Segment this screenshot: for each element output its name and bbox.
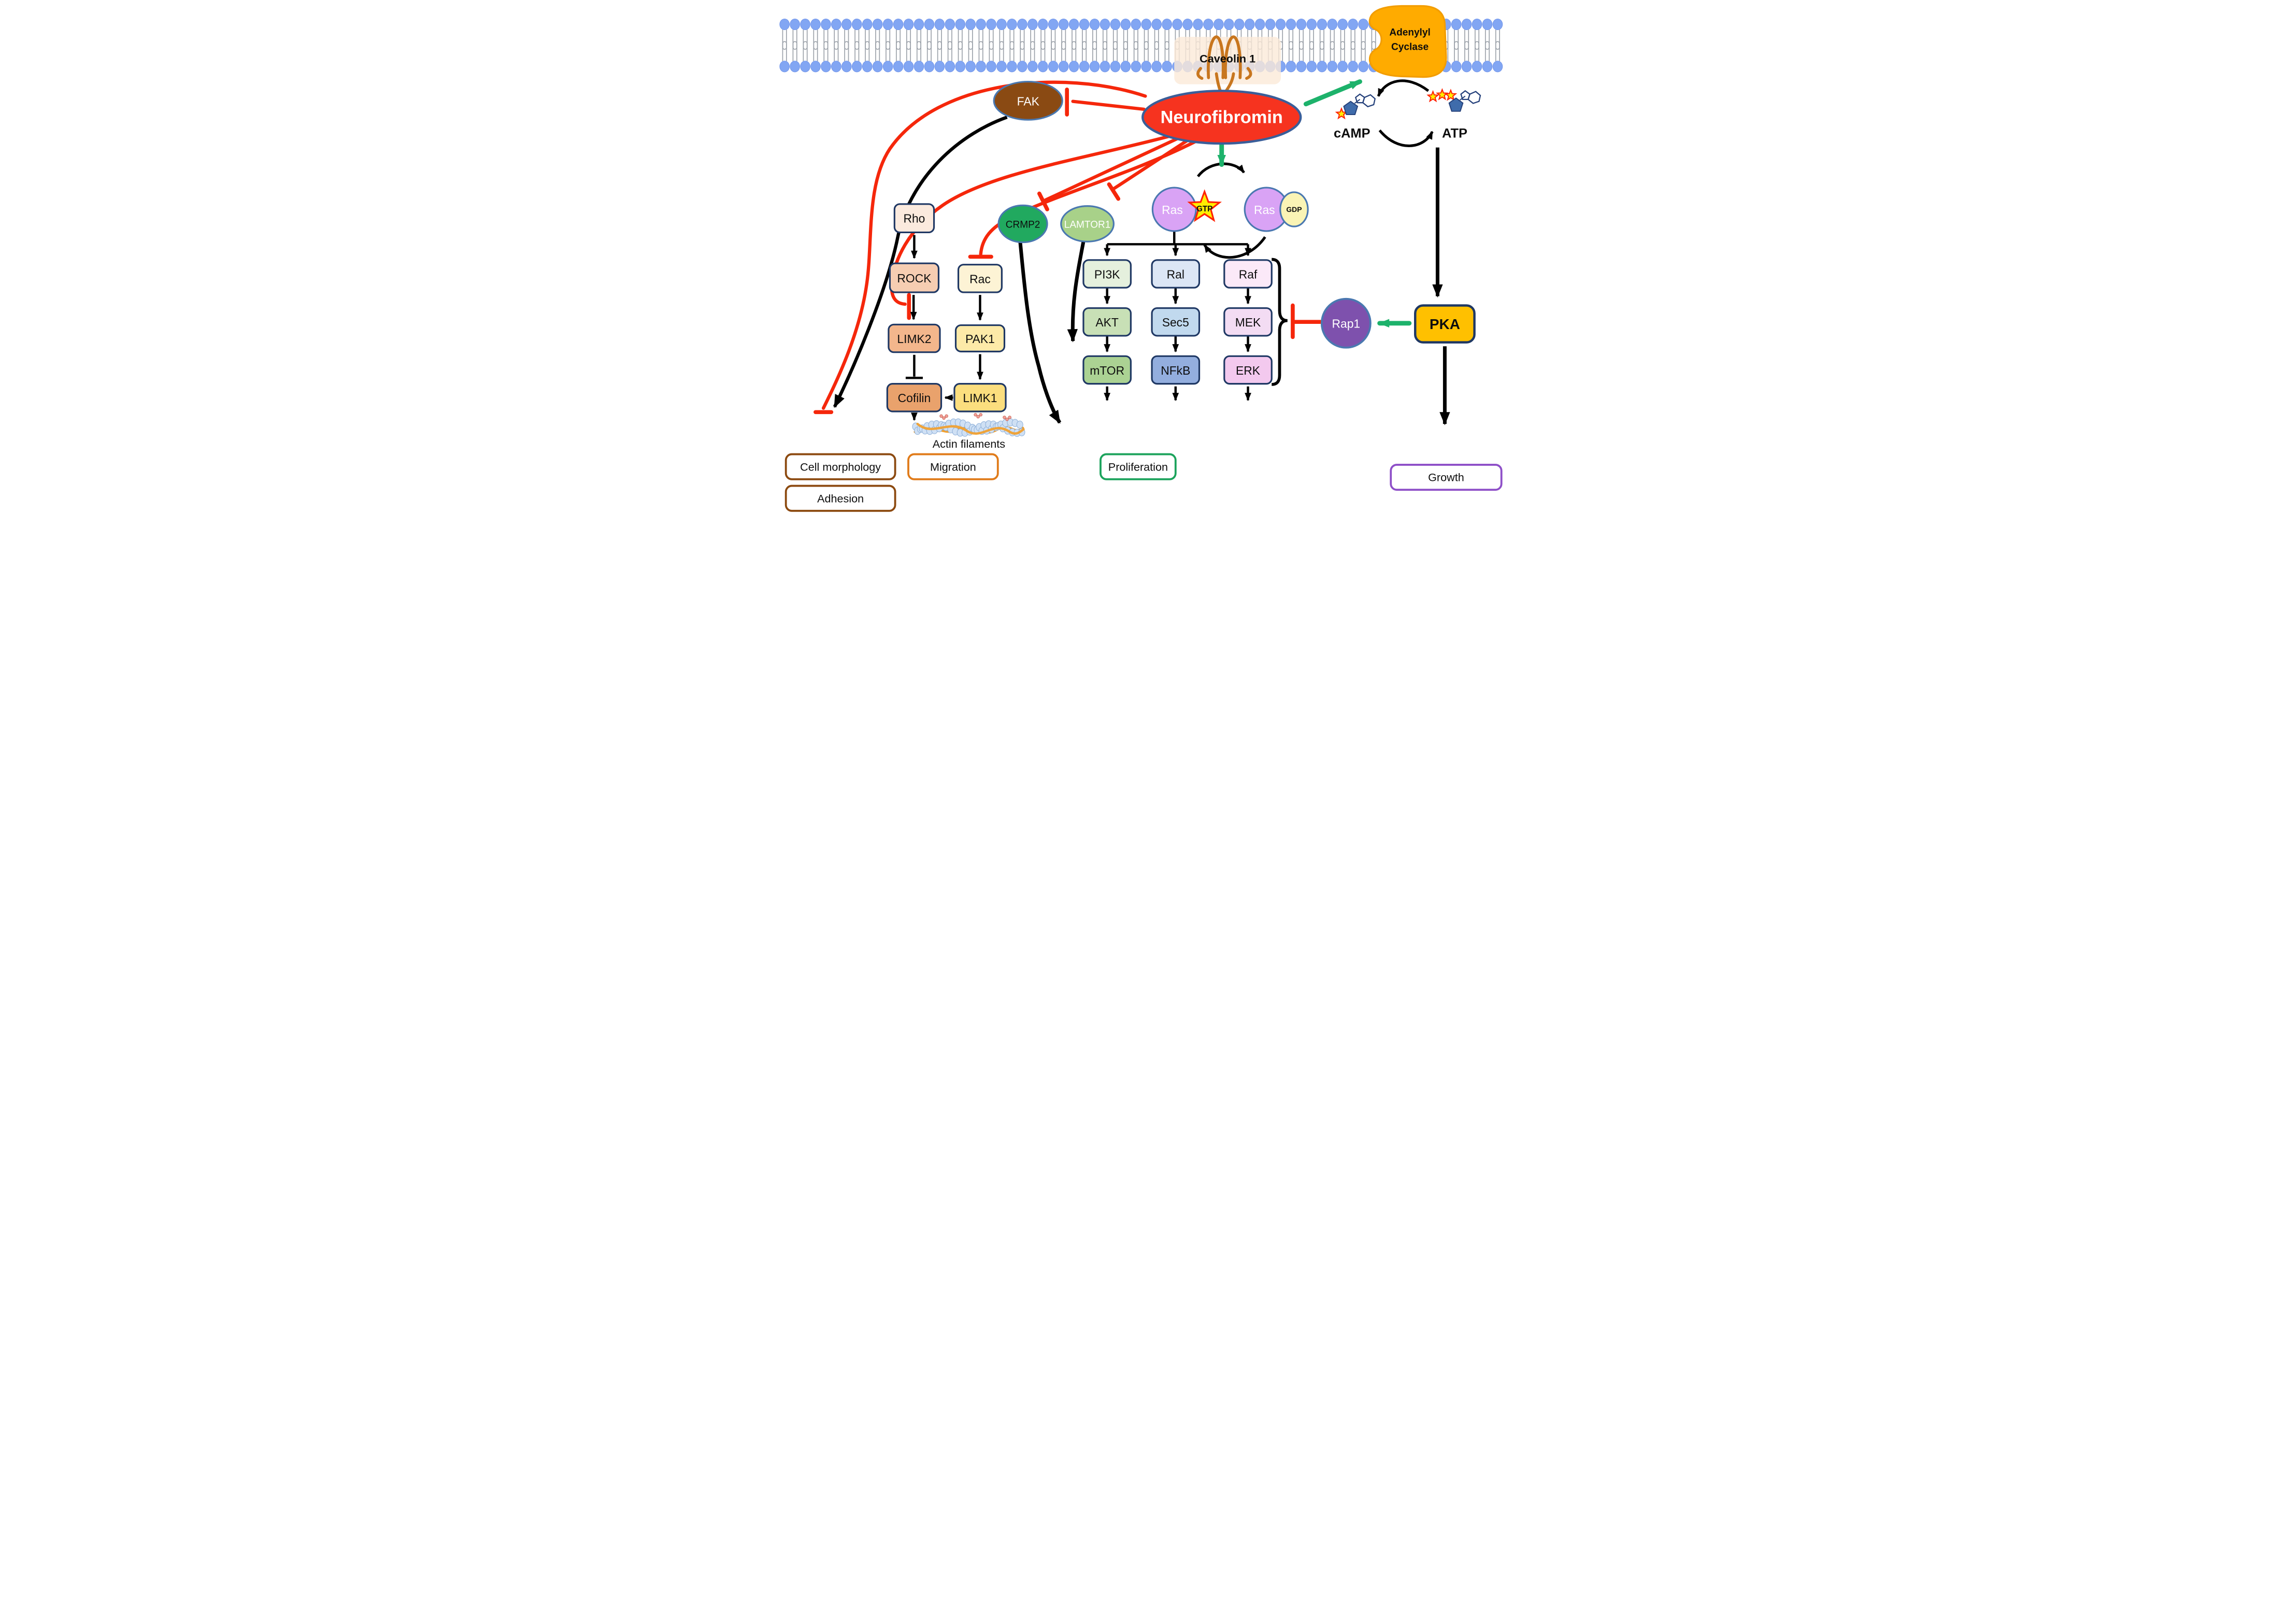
adenylyl-cyclase-label-2: Cyclase: [1391, 42, 1429, 53]
inhibition-neurofibromin-lamtor1: [1110, 138, 1191, 192]
actin-filaments-icon: [912, 413, 1025, 437]
pka-node: [1414, 304, 1476, 344]
growth-box: [1390, 464, 1503, 491]
limk2-label: LIMK2: [897, 332, 931, 346]
actin-filaments-label: Actin filaments: [933, 437, 1006, 450]
caveolin-glow: [1174, 37, 1281, 84]
camp-molecule-icon: [1335, 93, 1376, 120]
migration-label: Migration: [930, 460, 976, 473]
adhesion-label: Adhesion: [817, 492, 864, 505]
crmp2-node: [997, 204, 1048, 244]
pak1-label: PAK1: [965, 332, 995, 346]
bracket-raf-mek-erk: [1272, 258, 1288, 386]
limk1-label: LIMK1: [963, 391, 997, 405]
effector-columns: [1082, 259, 1273, 385]
neurofibromin-label: Neurofibromin: [1161, 108, 1283, 127]
rap1-label: Rap1: [1332, 317, 1360, 331]
akt-node: [1082, 307, 1132, 337]
proliferation-label: Proliferation: [1108, 460, 1168, 473]
mek-node: [1223, 307, 1273, 337]
ras-gtp-label: Ras: [1162, 203, 1183, 217]
rock-node: [889, 262, 940, 293]
rock-label: ROCK: [897, 272, 931, 285]
limk1-node: [953, 383, 1007, 412]
neurofibromin-pathway-canvas: Adenylyl Cyclase Caveolin 1 Neurofibromi…: [779, 0, 1505, 516]
atp-molecule-icon: [1426, 88, 1481, 112]
pathway-diagram: Adenylyl Cyclase Caveolin 1 Neurofibromi…: [779, 0, 1505, 516]
pi3k-node: [1082, 259, 1132, 289]
inhibition-bar-lamtor1: [1107, 182, 1121, 201]
raf-label: Raf: [1239, 267, 1258, 281]
arrow-lamtor1-mtor: [1067, 241, 1086, 343]
arrow-fak-adhesion: [833, 116, 1008, 408]
fak-node: [993, 80, 1063, 121]
adenylyl-cyclase-label-1: Adenylyl: [1389, 27, 1430, 38]
lamtor1-label: LAMTOR1: [1064, 220, 1111, 231]
arrow-ras-cycle-bottom: [1203, 236, 1266, 259]
gtp-label: GTP: [1196, 205, 1212, 213]
proliferation-box: [1100, 453, 1177, 480]
camp-label: cAMP: [1334, 126, 1371, 141]
pi3k-label: PI3K: [1094, 267, 1120, 281]
rho-node: [893, 203, 935, 234]
inhibition-neurofibromin-fak: [1071, 99, 1146, 111]
rho-label: Rho: [903, 211, 925, 225]
outcome-boxes: [784, 453, 1503, 512]
raf-node: [1223, 259, 1273, 289]
cell-morphology-label: Cell morphology: [800, 460, 881, 473]
arrow-neurofibromin-adenylyl-cyclase: [1303, 79, 1362, 107]
nfkb-node: [1151, 355, 1201, 385]
erk-node: [1223, 355, 1273, 385]
crmp2-label: CRMP2: [1006, 220, 1040, 231]
arrow-crmp2-migration: [1018, 242, 1062, 424]
adhesion-box: [784, 485, 896, 512]
nfkb-label: NFkB: [1161, 364, 1190, 377]
rac-node: [957, 264, 1003, 293]
fak-label: FAK: [1017, 94, 1039, 108]
ras-gtp-node: [1151, 187, 1197, 232]
ral-label: Ral: [1167, 267, 1184, 281]
caveolin-loop-left: [1207, 35, 1225, 79]
pka-label: PKA: [1430, 316, 1460, 332]
caveolin-hook-left: [1196, 67, 1204, 80]
activation-edges: [1217, 79, 1412, 328]
sec5-label: Sec5: [1162, 316, 1189, 329]
inhibition-neurofibromin-rac: [979, 139, 1198, 256]
migration-box: [907, 453, 999, 480]
akt-label: AKT: [1095, 316, 1118, 329]
neurofibromin-node: [1141, 90, 1302, 145]
limk2-node: [888, 323, 941, 353]
rap1-node: [1320, 297, 1372, 349]
atp-label: ATP: [1442, 126, 1467, 141]
erk-label: ERK: [1236, 364, 1260, 377]
gdp-label: GDP: [1286, 205, 1302, 213]
rac-label: Rac: [969, 272, 991, 286]
mtor-label: mTOR: [1090, 364, 1124, 377]
arrow-atp-camp-cycle: [1377, 79, 1430, 97]
gtp-star-icon: [1187, 189, 1222, 222]
mek-label: MEK: [1235, 316, 1261, 329]
cell-morphology-box: [784, 453, 896, 480]
ral-node: [1151, 259, 1201, 289]
caveolin-label: Caveolin 1: [1200, 52, 1255, 65]
cofilin-label: Cofilin: [898, 391, 931, 405]
arrow-camp-atp-cycle: [1378, 129, 1434, 147]
pak1-node: [954, 324, 1006, 352]
black-edges: [833, 79, 1450, 425]
adenylyl-cyclase-shape: [1368, 5, 1447, 78]
gdp-node: [1279, 191, 1309, 227]
inhibition-neurofibromin-crmp2: [1044, 136, 1180, 202]
growth-label: Growth: [1428, 471, 1464, 484]
lamtor1-node: [1060, 205, 1115, 243]
caveolin-hook-right: [1245, 67, 1252, 80]
ras-gdp-label: Ras: [1254, 203, 1275, 217]
caveolin-loop-right: [1224, 35, 1242, 79]
sec5-node: [1151, 307, 1201, 337]
cofilin-node: [886, 383, 943, 412]
mtor-node: [1082, 355, 1132, 385]
left-cascade: [886, 203, 1007, 412]
